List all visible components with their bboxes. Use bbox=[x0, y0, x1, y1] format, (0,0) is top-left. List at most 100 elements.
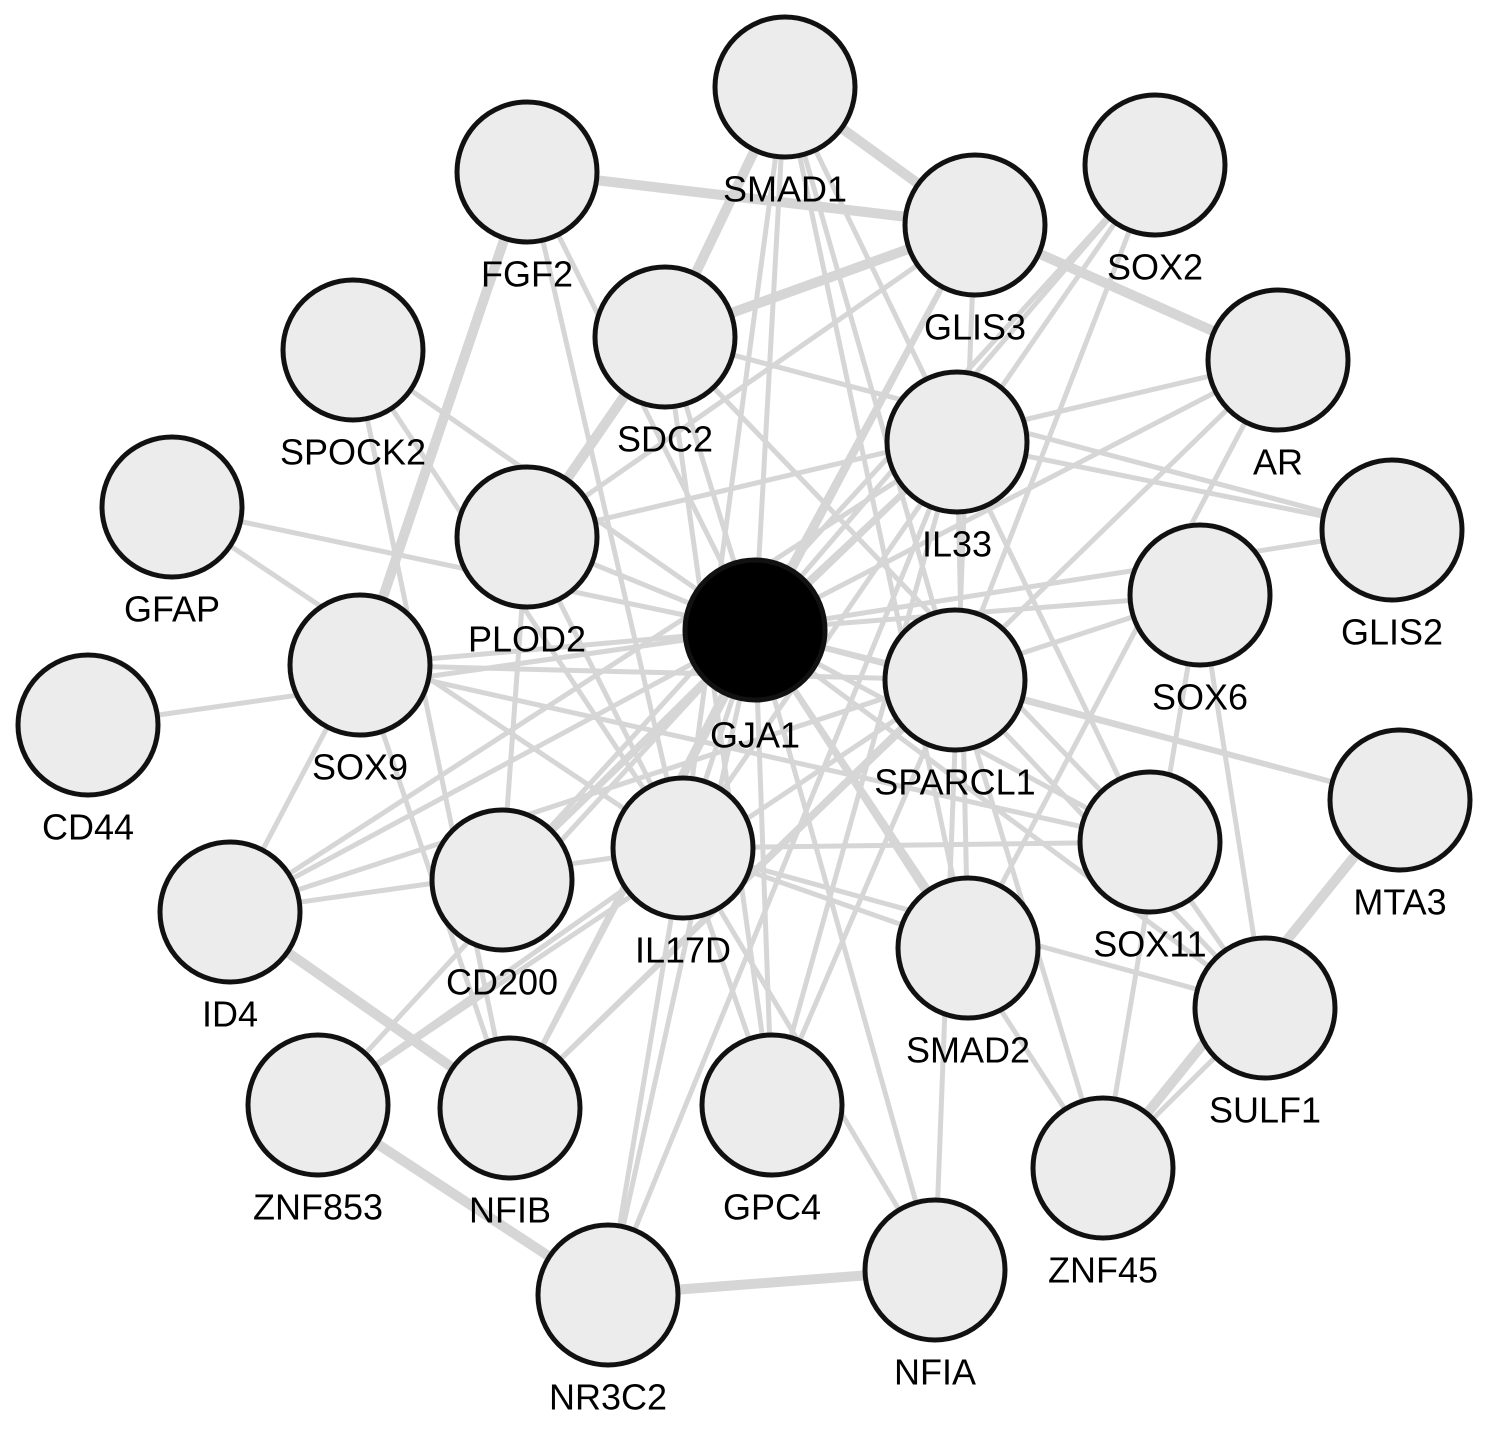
node-circle-sulf1 bbox=[1192, 935, 1338, 1081]
node-label-nfia: NFIA bbox=[894, 1352, 976, 1393]
node-circle-nfia bbox=[862, 1197, 1008, 1343]
node-label-fgf2: FGF2 bbox=[481, 254, 573, 295]
node-sox6: SOX6 bbox=[1127, 522, 1273, 718]
node-il33: IL33 bbox=[884, 369, 1030, 565]
edge-sox9-sox11 bbox=[357, 662, 1153, 845]
node-circle-cd200 bbox=[429, 807, 575, 953]
node-nfib: NFIB bbox=[437, 1035, 583, 1231]
node-label-il33: IL33 bbox=[922, 524, 992, 565]
node-label-sdc2: SDC2 bbox=[617, 419, 713, 460]
node-plod2: PLOD2 bbox=[454, 464, 600, 660]
node-circle-sox9 bbox=[287, 592, 433, 738]
node-label-smad2: SMAD2 bbox=[906, 1030, 1030, 1071]
edge-gja1-ar bbox=[752, 357, 1281, 633]
node-label-mta3: MTA3 bbox=[1353, 882, 1446, 923]
node-label-id4: ID4 bbox=[202, 994, 258, 1035]
node-label-ar: AR bbox=[1253, 442, 1303, 483]
node-circle-gfap bbox=[99, 434, 245, 580]
edge-il17d-nr3c2 bbox=[605, 845, 686, 1298]
node-sdc2: SDC2 bbox=[592, 264, 738, 460]
node-label-sox9: SOX9 bbox=[312, 747, 408, 788]
node-circle-smad2 bbox=[895, 875, 1041, 1021]
node-label-cd200: CD200 bbox=[446, 962, 558, 1003]
node-circle-spock2 bbox=[280, 277, 426, 423]
node-glis2: GLIS2 bbox=[1319, 457, 1465, 653]
node-mta3: MTA3 bbox=[1327, 727, 1473, 923]
node-label-plod2: PLOD2 bbox=[468, 619, 586, 660]
edge-gja1-nfia bbox=[752, 627, 938, 1273]
node-id4: ID4 bbox=[157, 839, 303, 1035]
node-znf853: ZNF853 bbox=[245, 1032, 391, 1228]
edge-sox2-sparcl1 bbox=[952, 162, 1158, 683]
edge-sox2-il17d bbox=[680, 162, 1158, 851]
node-ar: AR bbox=[1205, 287, 1351, 483]
node-circle-sox2 bbox=[1082, 92, 1228, 238]
edge-il33-glis2 bbox=[954, 439, 1395, 533]
node-label-gfap: GFAP bbox=[124, 589, 220, 630]
node-smad1: SMAD1 bbox=[712, 14, 858, 210]
node-label-glis3: GLIS3 bbox=[924, 307, 1026, 348]
node-sparcl1: SPARCL1 bbox=[874, 607, 1036, 803]
node-cd44: CD44 bbox=[15, 652, 161, 848]
edge-gpc4-il33 bbox=[769, 439, 960, 1108]
node-circle-glis2 bbox=[1319, 457, 1465, 603]
edge-gja1-smad1 bbox=[752, 84, 788, 633]
edge-glis3-plod2 bbox=[524, 222, 978, 540]
edge-mta3-sparcl1 bbox=[952, 677, 1403, 803]
node-smad2: SMAD2 bbox=[895, 875, 1041, 1071]
node-label-spock2: SPOCK2 bbox=[280, 432, 426, 473]
node-sulf1: SULF1 bbox=[1192, 935, 1338, 1131]
node-circle-cd44 bbox=[15, 652, 161, 798]
edge-fgf2-sox9 bbox=[355, 167, 532, 670]
edge-gja1-id4 bbox=[227, 627, 758, 915]
node-sox11: SOX11 bbox=[1077, 769, 1223, 965]
node-circle-znf853 bbox=[245, 1032, 391, 1178]
edge-fgf2-il17d bbox=[524, 169, 686, 851]
node-gfap: GFAP bbox=[99, 434, 245, 630]
node-circle-sox6 bbox=[1127, 522, 1273, 668]
node-label-sox11: SOX11 bbox=[1093, 924, 1206, 965]
node-circle-smad1 bbox=[712, 14, 858, 160]
node-znf45: ZNF45 bbox=[1030, 1095, 1176, 1291]
node-circle-ar bbox=[1205, 287, 1351, 433]
node-label-znf45: ZNF45 bbox=[1048, 1250, 1158, 1291]
node-gpc4: GPC4 bbox=[699, 1032, 845, 1228]
edge-gja1-sulf1 bbox=[752, 627, 1268, 1011]
edge-il33-id4 bbox=[227, 439, 960, 915]
node-nr3c2: NR3C2 bbox=[535, 1222, 681, 1418]
node-label-cd44: CD44 bbox=[42, 807, 134, 848]
node-label-smad1: SMAD1 bbox=[723, 169, 847, 210]
edge-fgf2-glis3 bbox=[522, 167, 980, 230]
node-circle-sox11 bbox=[1077, 769, 1223, 915]
node-label-nfib: NFIB bbox=[469, 1190, 551, 1231]
node-circle-gja1 bbox=[682, 557, 828, 703]
edge-sox6-id4 bbox=[227, 592, 1203, 915]
node-circle-glis3 bbox=[902, 152, 1048, 298]
node-label-sparcl1: SPARCL1 bbox=[874, 762, 1035, 803]
edge-gja1-nr3c2 bbox=[605, 627, 758, 1298]
node-nfia: NFIA bbox=[862, 1197, 1008, 1393]
node-circle-il17d bbox=[610, 775, 756, 921]
node-gja1: GJA1 bbox=[682, 557, 828, 756]
edge-il17d-sox11 bbox=[680, 839, 1153, 851]
node-label-sox6: SOX6 bbox=[1152, 677, 1248, 718]
edge-il17d-znf853 bbox=[315, 845, 686, 1108]
edge-smad1-sparcl1 bbox=[782, 84, 958, 683]
node-label-gja1: GJA1 bbox=[710, 715, 800, 756]
edge-ar-smad2 bbox=[965, 357, 1281, 951]
node-circle-id4 bbox=[157, 839, 303, 985]
node-circle-sparcl1 bbox=[882, 607, 1028, 753]
node-label-nr3c2: NR3C2 bbox=[549, 1377, 667, 1418]
node-il17d: IL17D bbox=[610, 775, 756, 971]
node-sox2: SOX2 bbox=[1082, 92, 1228, 288]
node-circle-fgf2 bbox=[454, 99, 600, 245]
edge-sparcl1-gpc4 bbox=[769, 677, 958, 1108]
node-sox9: SOX9 bbox=[287, 592, 433, 788]
node-spock2: SPOCK2 bbox=[280, 277, 426, 473]
node-circle-gpc4 bbox=[699, 1032, 845, 1178]
node-label-gpc4: GPC4 bbox=[723, 1187, 821, 1228]
edge-spock2-nfib bbox=[350, 347, 513, 1111]
node-circle-znf45 bbox=[1030, 1095, 1176, 1241]
